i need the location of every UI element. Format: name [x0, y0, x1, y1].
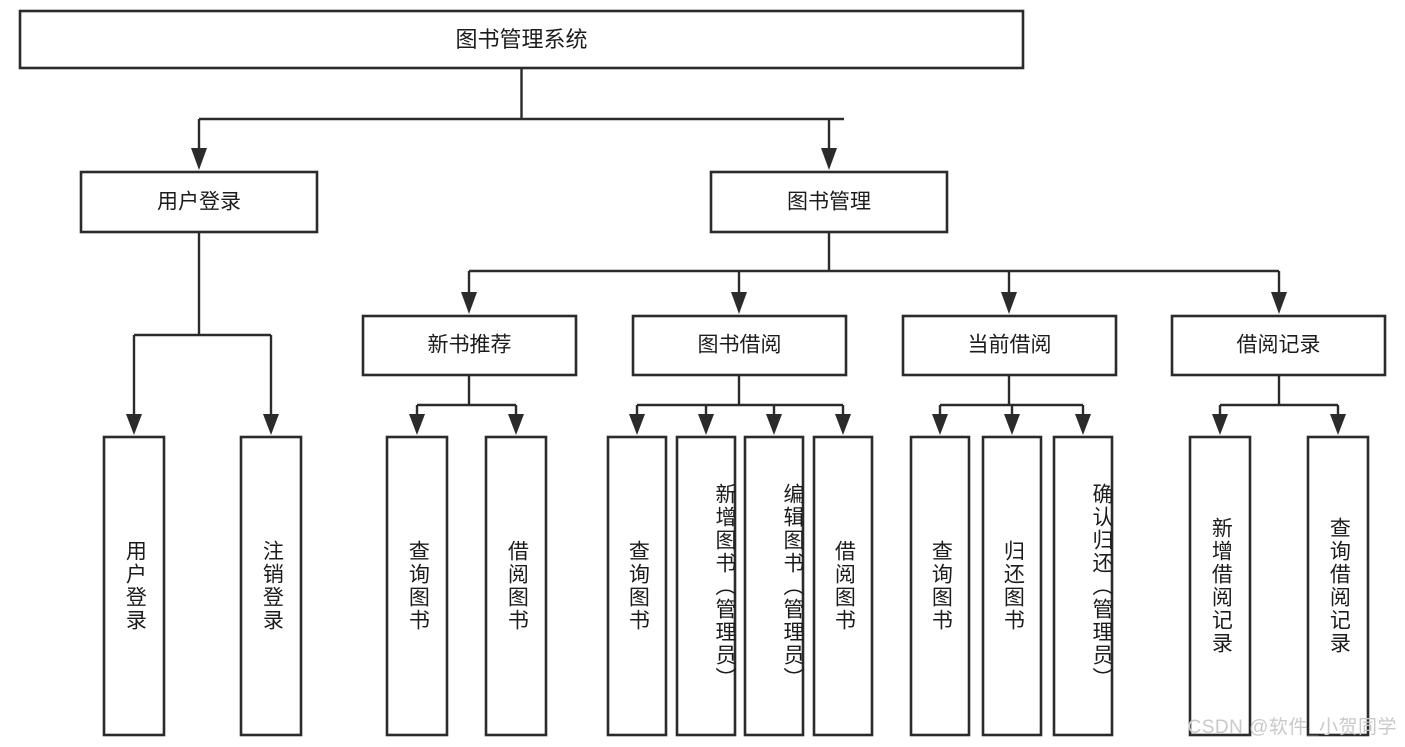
- node-book-manage-label: 图书管理: [787, 191, 871, 214]
- arrow-head-leaf-add-book-admin: [698, 414, 714, 435]
- leaf-box-return-book[interactable]: [981, 435, 1043, 737]
- node-root-box[interactable]: [18, 9, 1025, 70]
- arrow-head-current-borrow: [1001, 292, 1017, 314]
- leaf-box-query-borrow-record[interactable]: [1306, 435, 1370, 737]
- arrow-head-leaf-query-borrow-record: [1330, 414, 1346, 435]
- node-root[interactable]: 图书管理系统: [18, 9, 1025, 70]
- arrow-head-leaf-edit-book-admin: [766, 414, 782, 435]
- arrow-head-leaf-borrow-book: [835, 414, 851, 435]
- node-user-login-box[interactable]: [79, 170, 319, 234]
- arrow-head-borrow-record: [1271, 292, 1287, 314]
- node-new-book-recommend-box[interactable]: [361, 314, 578, 377]
- node-book-borrow-label: 图书借阅: [698, 334, 782, 357]
- node-borrow-record[interactable]: 借阅记录: [1170, 314, 1387, 377]
- node-current-borrow[interactable]: 当前借阅: [901, 314, 1118, 377]
- arrow-head-leaf-logout-login: [263, 414, 279, 435]
- leaf-box-borrow-book[interactable]: [812, 435, 874, 737]
- leaf-box-query-book-borrow[interactable]: [606, 435, 668, 737]
- leaf-box-edit-book-admin[interactable]: [743, 435, 805, 737]
- node-user-login-label: 用户登录: [157, 191, 241, 214]
- arrow-head-leaf-query-book-current: [932, 414, 948, 435]
- node-current-borrow-box[interactable]: [901, 314, 1118, 377]
- arrow-head-leaf-borrow-book-recommend: [508, 414, 524, 435]
- node-new-book-recommend[interactable]: 新书推荐: [361, 314, 578, 377]
- arrow-head-book-borrow: [731, 292, 747, 314]
- leaf-box-confirm-return-admin[interactable]: [1052, 435, 1114, 737]
- arrow-head-leaf-query-book-recommend: [409, 414, 425, 435]
- connector-layer: [126, 68, 1346, 435]
- arrow-head-leaf-add-borrow-record: [1212, 414, 1228, 435]
- arrow-head-leaf-return-book: [1004, 414, 1020, 435]
- arrow-head-book-manage: [821, 148, 837, 170]
- node-current-borrow-label: 当前借阅: [968, 334, 1052, 357]
- leaf-box-add-borrow-record[interactable]: [1188, 435, 1252, 737]
- node-borrow-record-box[interactable]: [1170, 314, 1387, 377]
- arrow-head-leaf-query-book-borrow: [629, 414, 645, 435]
- leaf-box-user-login[interactable]: [102, 435, 166, 737]
- node-borrow-record-label: 借阅记录: [1237, 334, 1321, 357]
- leaf-box-borrow-book-recommend[interactable]: [484, 435, 548, 737]
- node-book-borrow-box[interactable]: [631, 314, 848, 377]
- leaf-box-query-book-current[interactable]: [909, 435, 971, 737]
- node-book-manage[interactable]: 图书管理: [709, 170, 949, 234]
- leaf-box-query-book-recommend[interactable]: [385, 435, 449, 737]
- node-new-book-recommend-label: 新书推荐: [428, 334, 512, 357]
- leaf-box-add-book-admin[interactable]: [675, 435, 737, 737]
- node-user-login[interactable]: 用户登录: [79, 170, 319, 234]
- arrow-head-leaf-confirm-return-admin: [1075, 414, 1091, 435]
- leaf-box-layer: [102, 435, 1370, 737]
- arrow-head-user-login: [191, 148, 207, 170]
- csdn-watermark: CSDN @软件_小贺同学: [1187, 717, 1397, 738]
- arrow-head-new-book-recommend: [461, 292, 477, 314]
- node-root-label: 图书管理系统: [455, 27, 587, 52]
- node-book-borrow[interactable]: 图书借阅: [631, 314, 848, 377]
- node-book-manage-box[interactable]: [709, 170, 949, 234]
- arrow-head-leaf-user-login: [126, 414, 142, 435]
- leaf-box-logout-login[interactable]: [239, 435, 303, 737]
